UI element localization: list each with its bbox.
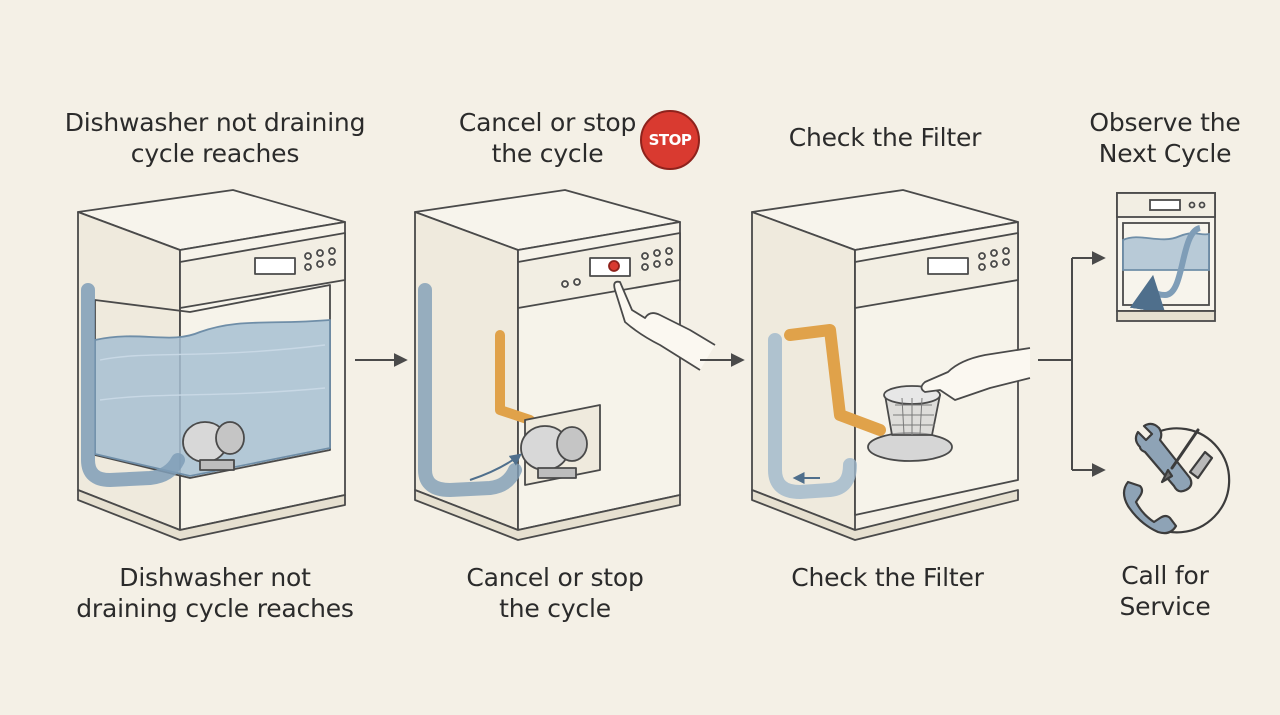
outcome1-label: Observe the Next Cycle (1089, 108, 1241, 168)
dishwasher-full-water-icon (77, 189, 346, 541)
step2-bottom-label: Cancel or stop the cycle (466, 563, 644, 623)
stop-sign-icon: STOP (640, 110, 700, 170)
wrench-screwdriver-phone-icon (1122, 422, 1231, 535)
dishwasher-filter-check-icon (751, 189, 1031, 541)
branch-connector (1038, 251, 1106, 477)
step3-bottom-label: Check the Filter (791, 563, 984, 592)
step1-bottom-label: Dishwasher not draining cycle reaches (76, 563, 354, 623)
step3-top-label: Check the Filter (788, 123, 982, 152)
dishwasher-stop-cycle-icon (414, 189, 716, 541)
outcome2-label: Call for Service (1119, 561, 1211, 621)
step2-top-label: Cancel or stop the cycle (458, 108, 637, 168)
dishwasher-drain-cycle-icon (1116, 192, 1216, 322)
step1-top-label: Dishwasher not draining cycle reaches (64, 108, 366, 168)
